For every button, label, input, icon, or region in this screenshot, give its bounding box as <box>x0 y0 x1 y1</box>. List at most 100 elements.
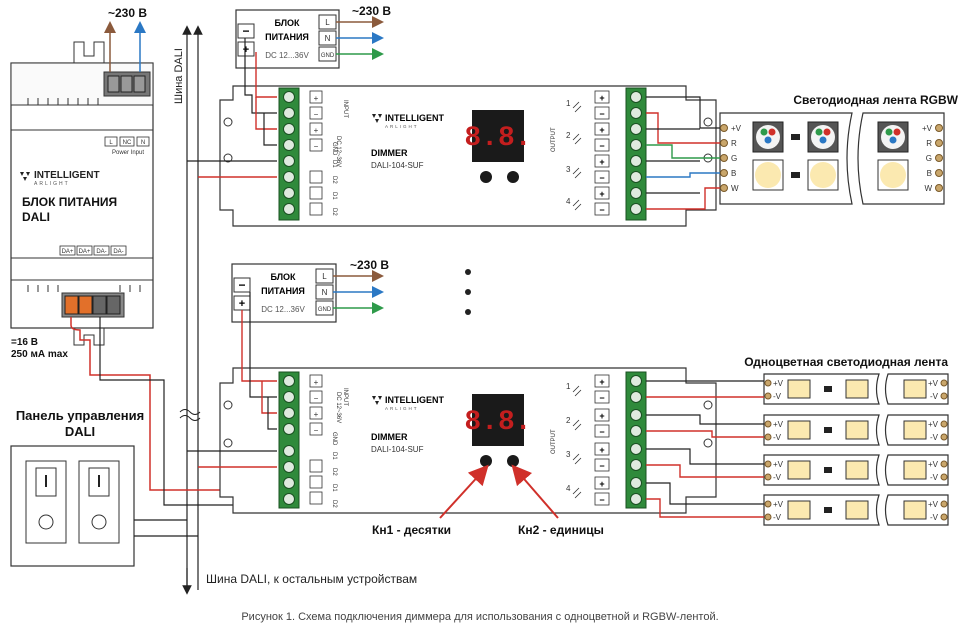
dimmer2-d1b: D1 <box>331 484 337 492</box>
dimmer2-display <box>472 394 524 446</box>
psu1-pin-n: N <box>325 34 331 43</box>
panel-switch-1[interactable] <box>35 467 57 530</box>
dimmer2-in-minus-1: − <box>314 394 319 403</box>
svg-text:−: − <box>599 427 604 437</box>
dimmer1-in-plus-1: + <box>314 94 319 103</box>
dali-psu-out-pin-3: DA- <box>96 249 106 255</box>
led-chip <box>845 379 869 399</box>
rgbw-pin-g-r: G <box>926 154 932 163</box>
dali-psu-pin-n: N <box>141 140 145 146</box>
panel-switch-2[interactable] <box>88 467 110 530</box>
rgbw-pin-w: W <box>731 184 739 193</box>
small-psu-1: − + БЛОК ПИТАНИЯ DC 12...36V L N GND <box>235 9 340 69</box>
led-chip <box>845 420 869 440</box>
svg-text:−: − <box>599 393 604 403</box>
continuation-dot <box>465 289 471 295</box>
mono2-minus: -V <box>773 433 782 442</box>
mono-strip-title: Одноцветная светодиодная лента <box>744 355 948 369</box>
dimmer2-d2: D2 <box>331 468 337 476</box>
svg-text:−: − <box>599 141 604 151</box>
led-chip <box>787 500 811 520</box>
dimmer1-d2b: D2 <box>331 208 337 216</box>
psu1-range: DC 12...36V <box>265 51 309 60</box>
dimmer2-ch3: 3 <box>566 450 571 459</box>
dimmer1-ch1: 1 <box>566 99 571 108</box>
dimmer1-button-2[interactable] <box>507 171 519 183</box>
dimmer2-d1: D1 <box>331 452 337 460</box>
led-chip <box>845 460 869 480</box>
svg-text:−: − <box>599 109 604 119</box>
psu1-pin-l: L <box>325 18 330 27</box>
dimmer1-in-minus-1: − <box>314 110 319 119</box>
dali-psu-pin-nc: NC <box>123 140 132 146</box>
mono-strip-3: +V -V +V -V <box>763 454 949 486</box>
psu2-pin-l: L <box>322 272 327 281</box>
dali-psu-out-pin-2: DA+ <box>79 249 91 255</box>
dali-psu-pin-l: L <box>109 140 113 146</box>
dimmer2-output-label: OUTPUT <box>551 429 557 454</box>
dali-psu-power-input-label: Power Input <box>112 150 144 156</box>
svg-text:+: + <box>599 157 604 167</box>
mono3-minus-r: -V <box>930 473 939 482</box>
dimmer1-ch3: 3 <box>566 165 571 174</box>
panel-title-2: DALI <box>65 424 95 439</box>
svg-text:+: + <box>599 445 604 455</box>
mono2-minus-r: -V <box>930 433 939 442</box>
dimmer1-display-digits: 8.8. <box>464 123 531 154</box>
svg-text:−: − <box>599 461 604 471</box>
svg-text:+: + <box>599 93 604 103</box>
dali-psu-title-2: DALI <box>22 210 50 224</box>
led-chip <box>903 420 927 440</box>
dimmer2-ch2: 2 <box>566 416 571 425</box>
dimmer2-d2b: D2 <box>331 500 337 508</box>
kn2-label: Кн2 - единицы <box>518 523 604 537</box>
dimmer1-sub: ARLIGHT <box>385 124 419 129</box>
rgb-led <box>807 121 839 153</box>
dimmer1-title: DIMMER <box>371 148 408 158</box>
continuation-dot <box>465 269 471 275</box>
dali-psu-output-current: 250 мА max <box>11 349 68 360</box>
arlight-logo-icon <box>20 172 30 181</box>
mains-label-psu2: ~230 В <box>350 258 389 272</box>
mono1-minus: -V <box>773 392 782 401</box>
psu1-minus: − <box>242 24 249 38</box>
rgbw-pin-r: R <box>731 139 737 148</box>
led-chip <box>903 379 927 399</box>
panel-title-1: Панель управления <box>16 408 144 423</box>
mono3-plus-r: +V <box>928 460 939 469</box>
psu2-pin-gnd: GND <box>318 307 332 313</box>
mains-label-psu1: ~230 В <box>352 4 391 18</box>
arlight-logo-icon <box>372 396 382 405</box>
dimmer1-d2: D2 <box>331 176 337 184</box>
mono-strip-4: +V -V +V -V <box>763 494 949 526</box>
mono2-plus: +V <box>773 420 784 429</box>
led-chip <box>903 460 927 480</box>
mono3-minus: -V <box>773 473 782 482</box>
dimmer1-button-1[interactable] <box>480 171 492 183</box>
rgbw-pin-b: B <box>731 169 736 178</box>
mono3-plus: +V <box>773 460 784 469</box>
rgb-led <box>752 121 784 153</box>
mono4-plus: +V <box>773 500 784 509</box>
kn1-label: Кн1 - десятки <box>372 523 451 537</box>
mono-strip-1: +V -V +V -V <box>763 373 949 405</box>
dimmer-2: + − + − DC 12~36V INPUT GND D1 D2 D1 D2 … <box>219 367 717 514</box>
rgbw-strip-title: Светодиодная лента RGBW <box>793 93 958 107</box>
svg-text:−: − <box>599 173 604 183</box>
dimmer2-model: DALI-104-SUF <box>371 445 424 454</box>
psu2-pin-n: N <box>322 288 328 297</box>
dimmer1-ch2: 2 <box>566 131 571 140</box>
dali-bus-label-top: Шина DALI <box>173 48 185 104</box>
dimmer1-ch4: 4 <box>566 197 571 206</box>
rgb-led <box>877 121 909 153</box>
dimmer2-button-kn1[interactable] <box>480 455 492 467</box>
rgbw-pin-b-r: B <box>927 169 932 178</box>
rgbw-pin-v-r: +V <box>922 124 933 133</box>
dimmer1-d1: D1 <box>331 160 337 168</box>
dimmer1-input-label: INPUT <box>342 100 348 118</box>
dimmer1-model: DALI-104-SUF <box>371 161 424 170</box>
dimmer2-button-kn2[interactable] <box>507 455 519 467</box>
dimmer2-in-minus-2: − <box>314 426 319 435</box>
arlight-logo-icon <box>372 114 382 123</box>
